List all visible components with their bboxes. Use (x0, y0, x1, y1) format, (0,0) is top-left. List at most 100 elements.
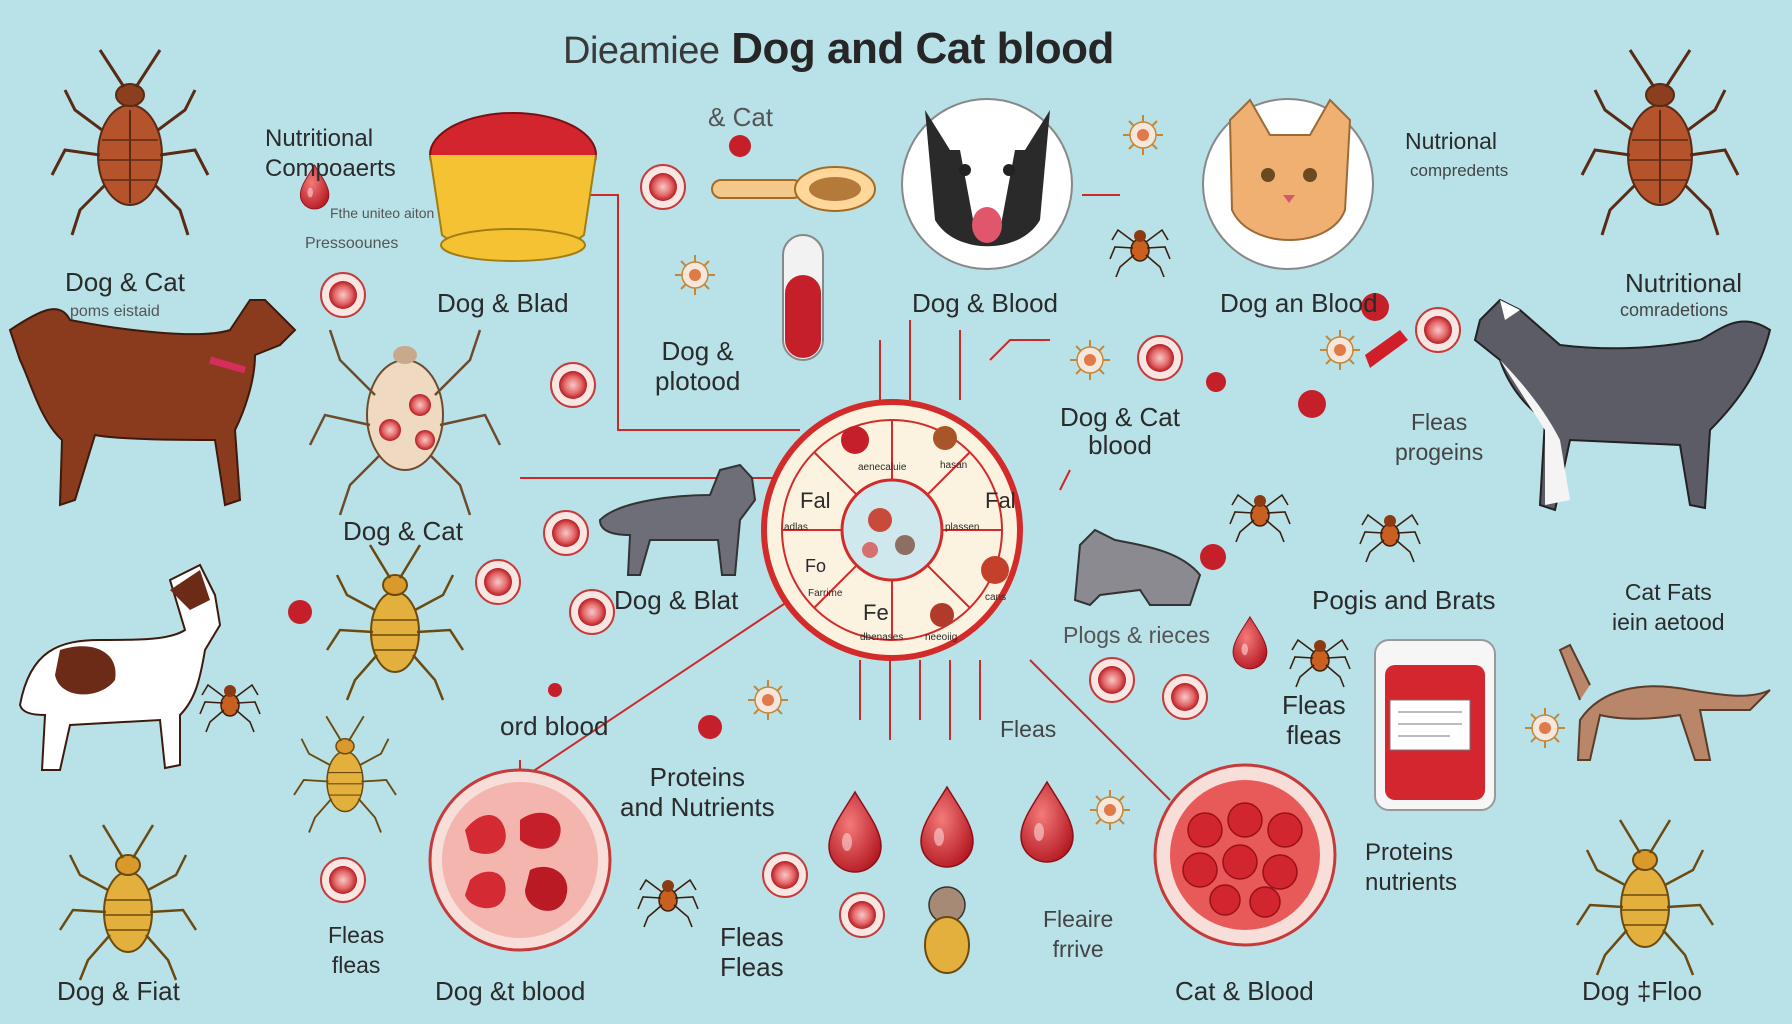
blood-drop-icon (920, 786, 974, 868)
virus-icon (1089, 789, 1131, 831)
blood-cell-icon (1415, 307, 1461, 353)
label-fleas-left: Fleas fleas (328, 922, 385, 978)
capsule-icon (1365, 330, 1408, 368)
brown-dog-illustration (8, 299, 297, 507)
label-dog-cat: Dog & Cat (65, 267, 185, 297)
wheel-caption: cans (985, 592, 1007, 603)
spider-icon (1229, 494, 1291, 543)
label-plogs-rieces: Plogs & rieces (1063, 622, 1211, 648)
blood-cell-icon (1089, 657, 1135, 703)
wheel-segment-label: Fe (863, 600, 889, 625)
meat-plate (1153, 763, 1337, 947)
flea-icon (325, 543, 465, 702)
label-amp-cat: & Cat (708, 102, 774, 132)
virus-icon (674, 254, 716, 296)
label-cat-blood: Cat & Blood (1175, 976, 1314, 1006)
label-nutrional: Nutrional (1405, 128, 1498, 154)
label-dog-floo: Dog ‡Floo (1582, 976, 1702, 1006)
husky-illustration (1473, 298, 1772, 512)
label-dog-blad: Dog & Blad (437, 288, 569, 318)
label-precursors: Pressoounes (305, 235, 399, 252)
label-fleas-bottom: Fleas Fleas (720, 922, 784, 982)
blood-cell-icon (640, 164, 686, 210)
blood-cell-icon (1137, 335, 1183, 381)
label-proteins-nutrients: Proteins and Nutrients (620, 762, 775, 822)
label-dog-blood: Dog & Blood (912, 288, 1058, 318)
wheel-caption: hasan (940, 460, 968, 471)
grey-cat-illustration (598, 463, 757, 576)
label-dog-blood-bottom: Dog &t blood (435, 976, 586, 1006)
blood-cell-icon (839, 892, 885, 938)
virus-icon (1122, 114, 1164, 156)
blood-drop-icon (1232, 616, 1268, 670)
spotted-dog-illustration (18, 563, 222, 771)
label-ord-blood: ord blood (500, 711, 609, 741)
spider-icon (1289, 639, 1351, 688)
label-dog-fat: Dog & Fiat (57, 976, 180, 1006)
spider-icon (1109, 229, 1171, 278)
page-title: Dieamiee Dog and Cat blood (563, 24, 1114, 74)
small-cat-illustration (1073, 528, 1202, 607)
label-fleaire-frrive: Fleaire frrive (1043, 906, 1114, 962)
label-nutritional-components-left: Nutritional Compoaerts (265, 125, 396, 182)
blood-cells-plate (428, 768, 612, 952)
label-fleas: Fleas (1000, 716, 1057, 742)
dog-portrait (901, 98, 1073, 270)
wheel-segment-label: Fo (805, 556, 827, 576)
title-main: Dog and Cat blood (731, 24, 1114, 73)
label-small-text: poms eistaid (70, 303, 160, 320)
wheel-segment-label: Fal (800, 488, 831, 513)
flea-icon (293, 715, 397, 834)
label-dog-an-blood: Dog an Blood (1220, 288, 1378, 318)
label-cat-fats: Cat Fats iein aetood (1612, 579, 1725, 635)
label-dog-plotood: Dog & plotood (655, 336, 741, 396)
blood-cell-icon (1162, 674, 1208, 720)
blood-cell-icon (320, 272, 366, 318)
blood-cell-icon (762, 852, 808, 898)
bedbug-icon (50, 48, 210, 237)
flea-icon (1575, 818, 1715, 977)
label-small-text: Fthe uniteo aiton (330, 205, 435, 221)
flea-icon (58, 823, 198, 982)
blood-drop-icon (828, 791, 882, 873)
blood-cell-icon (550, 362, 596, 408)
wheel-caption: dbenases (860, 632, 904, 643)
wheel-caption: neeoiig (925, 632, 958, 643)
wheel-caption: aenecaluie (858, 462, 907, 473)
label-dog-blat: Dog & Blat (614, 585, 739, 615)
blood-cell-icon (543, 510, 589, 556)
cat-portrait (1202, 98, 1374, 270)
blood-drop-icon (1020, 781, 1074, 863)
spider-icon (199, 684, 261, 733)
title-prefix: Dieamiee (563, 30, 720, 72)
label-pogis-and-brats: Pogis and Brats (1312, 585, 1496, 615)
spoon-illustration (711, 166, 876, 212)
wheel-caption: Farrime (808, 588, 843, 599)
wolf-illustration (1558, 643, 1771, 761)
label-fleas-right: Fleas fleas (1282, 690, 1346, 750)
label-dog-cat-mid: Dog & Cat (343, 516, 463, 546)
cat-flea-hybrid-illustration (924, 886, 970, 974)
label-dog-cat-blood: Dog & Cat blood (1060, 402, 1180, 460)
virus-icon (1069, 339, 1111, 381)
wheel-caption: adlas (784, 522, 808, 533)
wheel-caption: plassen (945, 522, 980, 533)
food-bowl-illustration (429, 112, 597, 262)
label-proteins-right: Proteins nutrients (1365, 839, 1458, 896)
blood-cell-icon (475, 559, 521, 605)
label-nutritional-right: Nutritional (1625, 268, 1743, 298)
wheel-segment-label: Fal (985, 488, 1016, 513)
tick-icon (308, 329, 502, 516)
nutrition-wheel (761, 399, 1023, 661)
blood-cell-icon (320, 857, 366, 903)
red-dots (288, 135, 1389, 739)
bedbug-icon (1580, 48, 1740, 237)
test-tube-illustration (782, 234, 824, 361)
label-comradetions: comradetions (1620, 300, 1729, 320)
virus-icon (747, 679, 789, 721)
blood-cell-icon (569, 589, 615, 635)
virus-icon (1319, 329, 1361, 371)
spider-icon (1359, 514, 1421, 563)
label-fleas-progeins: Fleas progeins (1395, 409, 1484, 465)
